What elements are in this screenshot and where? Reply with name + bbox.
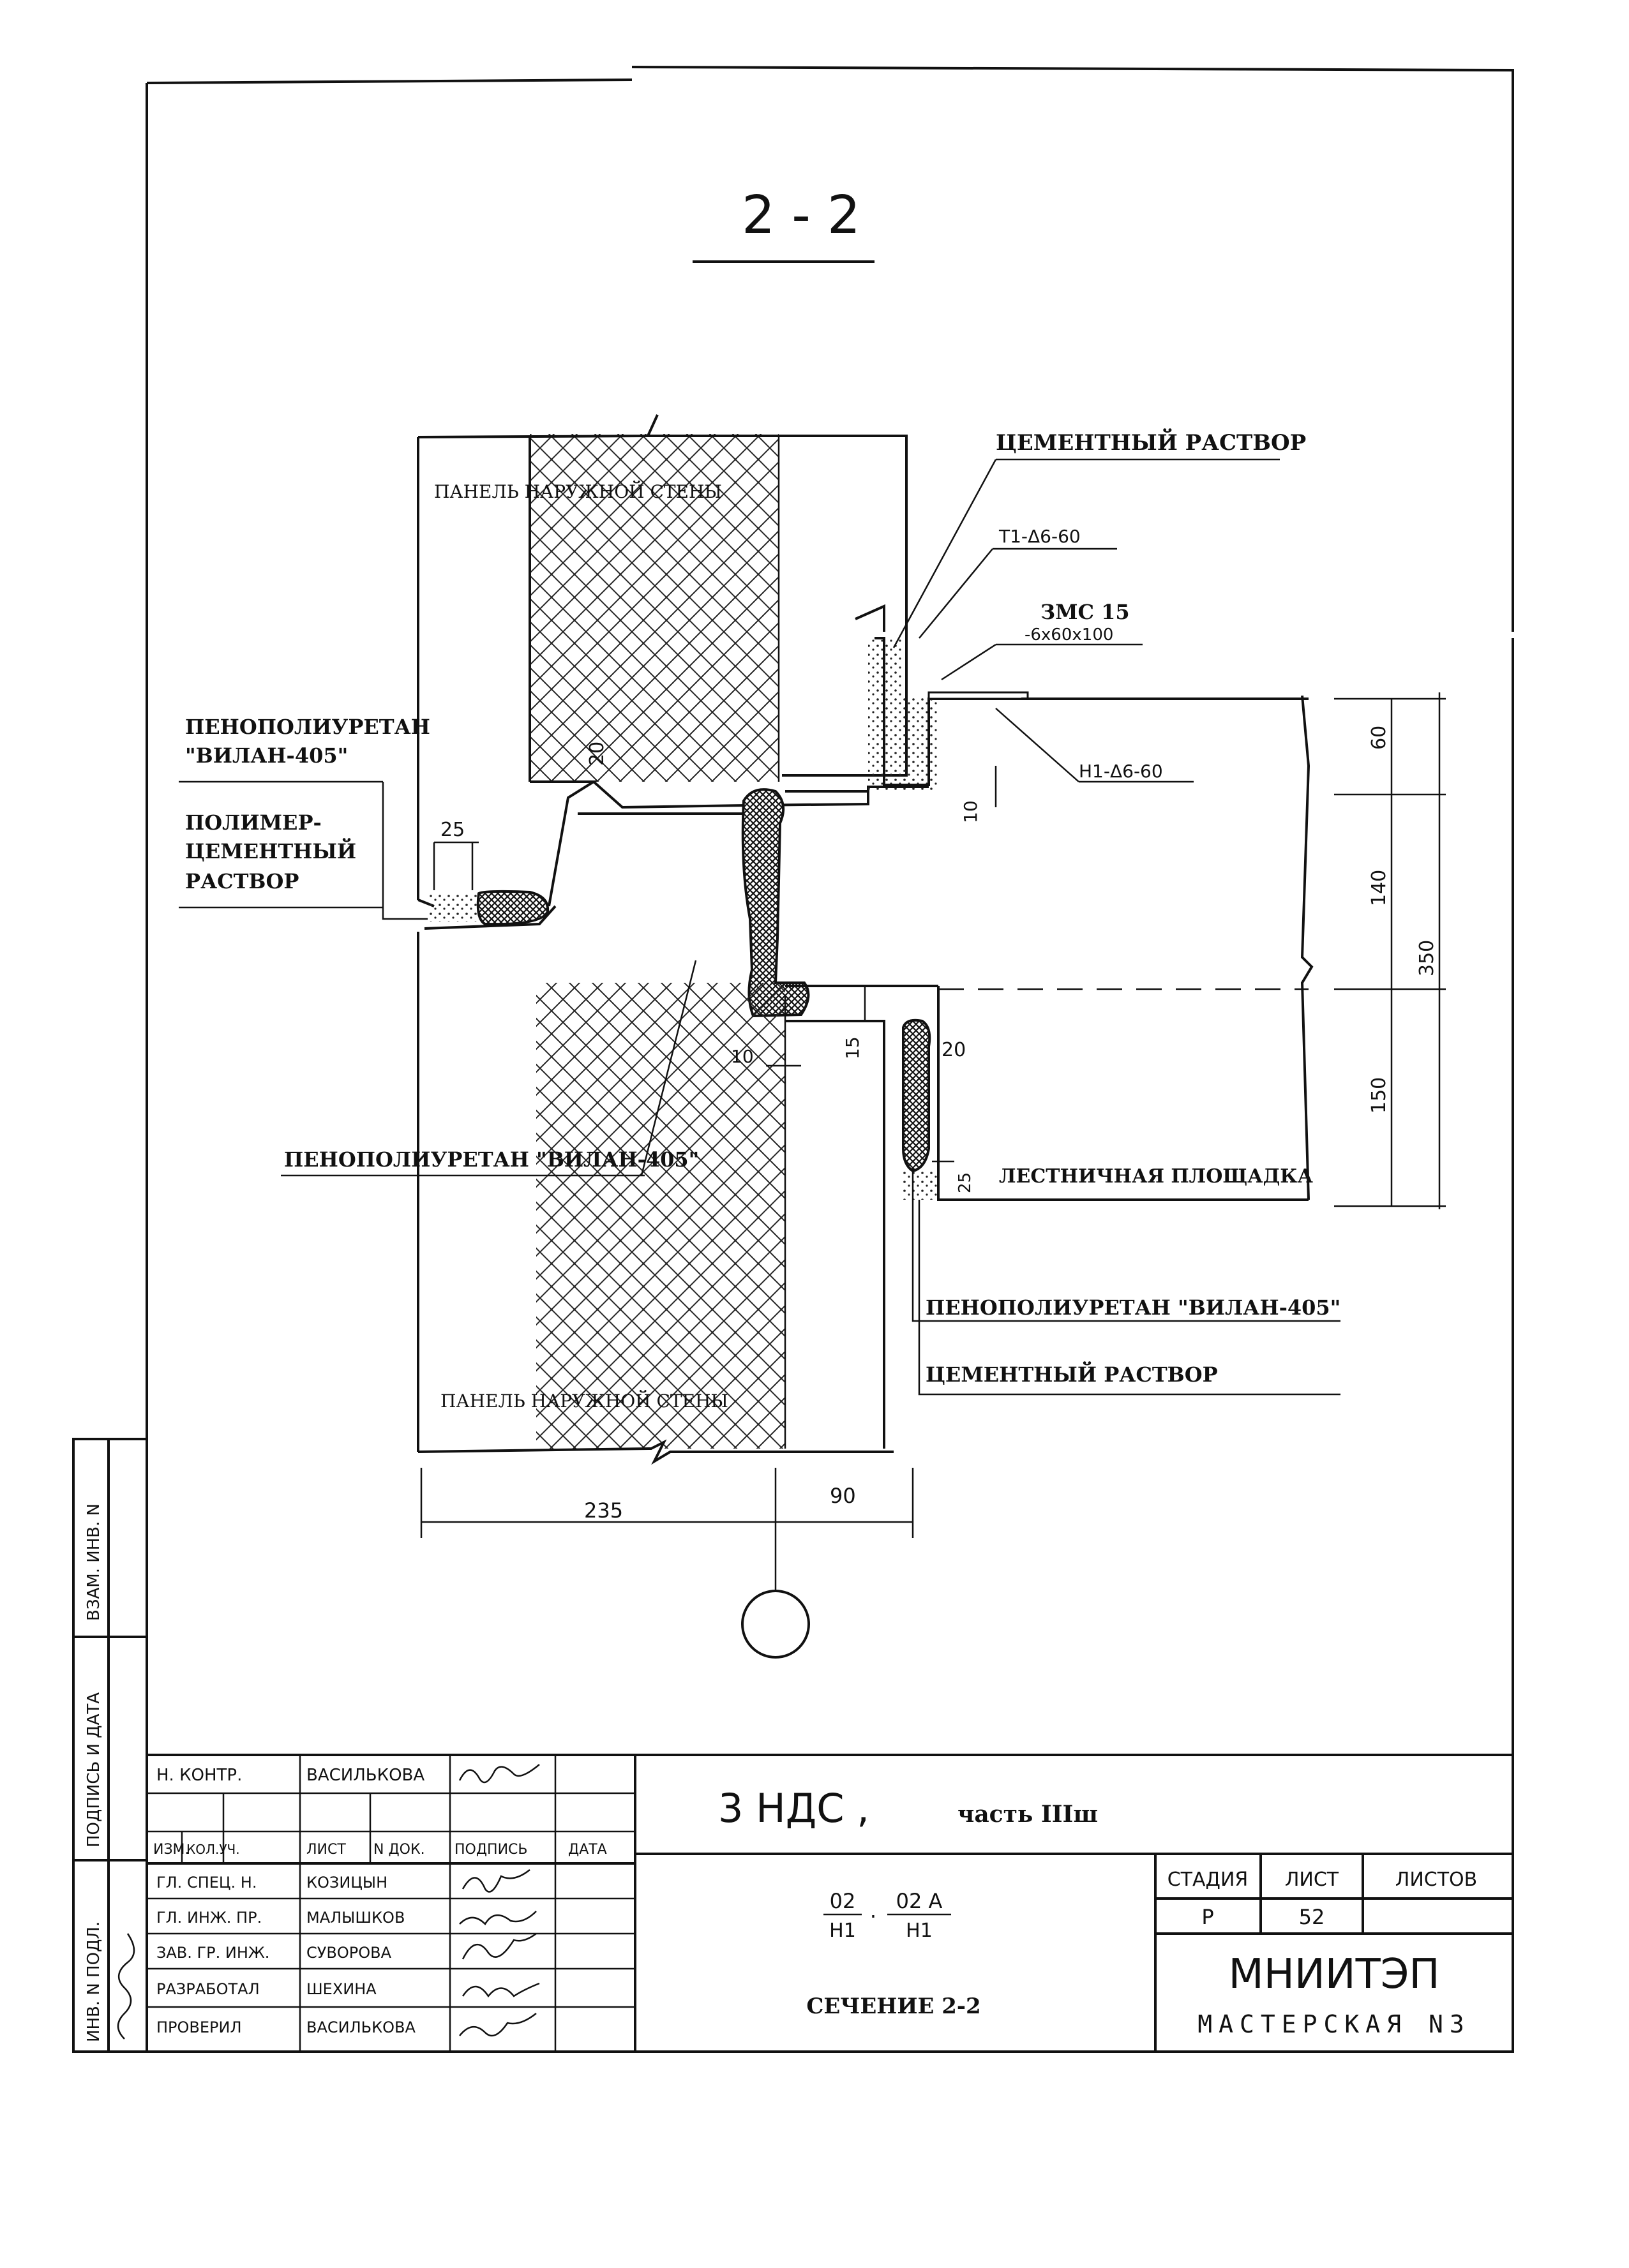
section-title: 2 - 2 <box>693 185 875 263</box>
leaders <box>179 458 1340 1396</box>
title-block: Н. КОНТР. ВАСИЛЬКОВА ИЗМ. КОЛ.УЧ. ЛИСТ N… <box>117 1754 1514 2053</box>
col-izm: ИЗМ. <box>153 1842 190 1858</box>
name-zav-gr: СУВОРОВА <box>306 1944 392 1962</box>
role-n-kontr: Н. КОНТР. <box>156 1766 242 1785</box>
org-name: МНИИТЭП <box>1229 1951 1440 1998</box>
dim-10a: 10 <box>960 800 981 823</box>
label-pu-vilan-1: ПЕНОПОЛИУРЕТАН <box>185 715 430 739</box>
stage-value: Р <box>1201 1905 1213 1929</box>
dim-25b: 25 <box>956 1172 975 1193</box>
label-polymer-1: ПОЛИМЕР- <box>185 810 322 835</box>
dimension-lines <box>420 692 1446 1659</box>
label-zms-size: -6х60х100 <box>1025 625 1113 645</box>
sheet-head: ЛИСТ <box>1285 1869 1339 1891</box>
code-b-num: 02 А <box>896 1889 943 1913</box>
section-title-text: 2 - 2 <box>742 185 860 246</box>
project-name: 3 НДС , <box>718 1785 869 1832</box>
dim-90: 90 <box>830 1484 856 1508</box>
role-zav-gr: ЗАВ. ГР. ИНЖ. <box>156 1944 269 1962</box>
project-part: часть IIIш <box>957 1801 1098 1828</box>
vertical-seal <box>741 788 810 1018</box>
col-data: ДАТА <box>568 1842 607 1858</box>
lower-wall-panel <box>417 932 894 1465</box>
stair-landing <box>785 604 1314 1201</box>
sheet-value: 52 <box>1299 1905 1325 1929</box>
dimension-values: 20 25 10 60 140 350 150 15 10 20 25 235 … <box>440 726 1438 1523</box>
dim-25: 25 <box>440 819 465 841</box>
code-a-num: 02 <box>830 1889 856 1913</box>
dim-15: 15 <box>842 1036 863 1059</box>
svg-text:.: . <box>870 1899 876 1923</box>
axis-marker-circle <box>741 1590 810 1659</box>
stamp-inv: ИНВ. N ПОДЛ. <box>84 1921 103 2042</box>
name-gl-inzh: МАЛЫШКОВ <box>306 1909 405 1927</box>
label-pu-vilan-mid: ПЕНОПОЛИУРЕТАН "ВИЛАН-405" <box>284 1147 699 1172</box>
name-gl-spec: КОЗИЦЫН <box>306 1874 387 1891</box>
role-gl-spec: ГЛ. СПЕЦ. Н. <box>156 1874 257 1891</box>
stage-head: СТАДИЯ <box>1167 1869 1249 1891</box>
dim-140: 140 <box>1368 870 1390 906</box>
inventory-handwritten <box>117 1933 135 2040</box>
label-cement-mortar-bottom: ЦЕМЕНТНЫЙ РАСТВОР <box>926 1361 1218 1387</box>
sheet-title: СЕЧЕНИЕ 2-2 <box>806 1994 980 2019</box>
label-t1: Т1-Δ6-60 <box>998 526 1081 547</box>
label-polymer-2: ЦЕМЕНТНЫЙ <box>185 838 356 863</box>
dim-235: 235 <box>584 1498 623 1523</box>
role-gl-inzh: ГЛ. ИНЖ. ПР. <box>156 1909 262 1927</box>
dim-20b: 20 <box>942 1039 966 1061</box>
dim-20a: 20 <box>586 742 608 766</box>
dim-350: 350 <box>1416 940 1438 976</box>
signatures <box>458 1764 540 2037</box>
name-n-kontr: ВАСИЛЬКОВА <box>306 1766 424 1785</box>
label-h1: Н1-Δ6-60 <box>1079 761 1163 782</box>
callout-labels: ЦЕМЕНТНЫЙ РАСТВОР Т1-Δ6-60 ЗМС 15 -6х60х… <box>185 428 1340 1412</box>
code-b-den: Н1 <box>906 1920 933 1942</box>
code-a-den: Н1 <box>829 1920 856 1942</box>
dim-150: 150 <box>1368 1077 1390 1114</box>
label-pu-vilan-bottom: ПЕНОПОЛИУРЕТАН "ВИЛАН-405" <box>926 1295 1340 1320</box>
label-polymer-3: РАСТВОР <box>185 869 299 893</box>
col-list: ЛИСТ <box>306 1842 346 1858</box>
role-proveril: ПРОВЕРИЛ <box>156 2018 242 2036</box>
workshop-name: МАСТЕРСКАЯ N3 <box>1197 2010 1470 2038</box>
col-kol: КОЛ.УЧ. <box>186 1842 240 1857</box>
sheets-head: ЛИСТОВ <box>1395 1869 1477 1891</box>
dim-60: 60 <box>1368 726 1390 750</box>
name-proveril: ВАСИЛЬКОВА <box>306 2018 416 2036</box>
label-panel-top: ПАНЕЛЬ НАРУЖНОЙ СТЕНЫ <box>434 481 722 502</box>
label-stair-landing: ЛЕСТНИЧНАЯ ПЛОЩАДКА <box>999 1165 1314 1188</box>
label-panel-bottom: ПАНЕЛЬ НАРУЖНОЙ СТЕНЫ <box>440 1390 728 1412</box>
stamp-podpis: ПОДПИСЬ И ДАТА <box>84 1692 103 1847</box>
label-cement-mortar-top: ЦЕМЕНТНЫЙ РАСТВОР <box>996 428 1306 456</box>
stamp-vzam: ВЗАМ. ИНВ. N <box>84 1503 103 1621</box>
label-pu-vilan-1b: "ВИЛАН-405" <box>185 743 348 768</box>
upper-wall-panel <box>417 414 908 907</box>
col-podpis: ПОДПИСЬ <box>454 1842 528 1858</box>
side-stamp: ВЗАМ. ИНВ. N ПОДПИСЬ И ДАТА ИНВ. N ПОДЛ. <box>72 1438 148 2053</box>
polymer-cement-joint <box>424 890 557 930</box>
name-razrabotal: ШЕХИНА <box>306 1980 377 1998</box>
dim-10b: 10 <box>731 1046 754 1067</box>
label-zms: ЗМС 15 <box>1040 600 1130 624</box>
col-ndok: N ДОК. <box>373 1842 425 1858</box>
role-razrabotal: РАЗРАБОТАЛ <box>156 1980 260 1998</box>
